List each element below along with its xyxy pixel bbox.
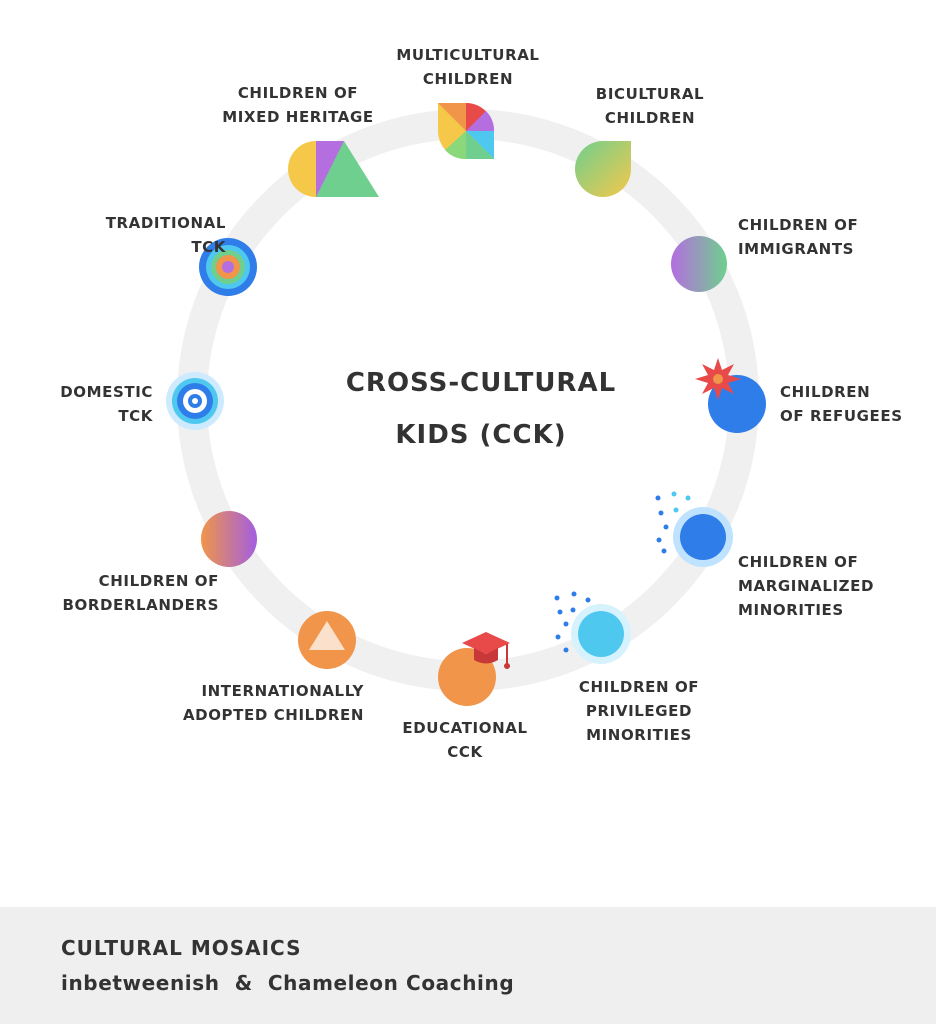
label-line: EDUCATIONAL bbox=[402, 719, 528, 737]
triangle-circle-icon bbox=[298, 611, 356, 669]
label-adopted: INTERNATIONALLY ADOPTED CHILDREN bbox=[183, 679, 364, 727]
footer-credit: inbetweenish & Chameleon Coaching bbox=[61, 971, 515, 995]
label-line: CHILDREN OF bbox=[237, 84, 359, 102]
label-line: CHILDREN bbox=[780, 383, 871, 401]
label-line: BORDERLANDERS bbox=[62, 596, 219, 614]
gradient-leaf-icon bbox=[575, 141, 631, 197]
label-line: MARGINALIZED bbox=[738, 577, 875, 595]
label-line: CHILDREN OF bbox=[98, 572, 219, 590]
label-line: PRIVILEGED bbox=[585, 702, 693, 720]
circle-with-dots-icon bbox=[554, 591, 631, 664]
graduation-cap-circle-icon bbox=[438, 632, 510, 706]
label-immigrants: CHILDREN OF IMMIGRANTS bbox=[738, 213, 858, 261]
label-line: MINORITIES bbox=[586, 726, 692, 744]
label-traditional: TRADITIONAL TCK bbox=[106, 211, 226, 259]
label-educational: EDUCATIONAL CCK bbox=[402, 716, 527, 764]
label-line: MINORITIES bbox=[738, 601, 844, 619]
label-multicultural: MULTICULTURAL CHILDREN bbox=[396, 43, 539, 91]
gradient-circle-icon bbox=[671, 236, 727, 292]
label-line: CHILDREN OF bbox=[738, 553, 859, 571]
target-rings-icon bbox=[199, 238, 257, 296]
label-line: TRADITIONAL bbox=[105, 214, 226, 232]
mixed-shapes-icon bbox=[288, 141, 379, 197]
label-line: ADOPTED CHILDREN bbox=[182, 706, 364, 724]
concentric-rings-icon bbox=[166, 372, 224, 430]
circle-with-burst-icon bbox=[695, 358, 766, 433]
label-marginalized: CHILDREN OF MARGINALIZED MINORITIES bbox=[738, 550, 874, 622]
label-line: MIXED HERITAGE bbox=[222, 108, 374, 126]
label-bicultural: BICULTURAL CHILDREN bbox=[596, 82, 704, 130]
gradient-circle-icon bbox=[201, 511, 257, 567]
label-line: CHILDREN OF bbox=[578, 678, 700, 696]
center-title-line: CROSS-CULTURAL bbox=[345, 368, 617, 398]
label-refugees: CHILDREN OF REFUGEES bbox=[780, 380, 903, 428]
label-line: CHILDREN bbox=[604, 109, 696, 127]
label-line: TCK bbox=[118, 407, 153, 425]
rainbow-leaf-icon bbox=[438, 103, 495, 160]
label-privileged: CHILDREN OF PRIVILEGED MINORITIES bbox=[579, 675, 699, 747]
footer-brand: CULTURAL MOSAICS bbox=[61, 936, 302, 960]
label-line: BICULTURAL bbox=[595, 85, 705, 103]
label-line: IMMIGRANTS bbox=[738, 240, 855, 258]
label-mixed-heritage: CHILDREN OF MIXED HERITAGE bbox=[222, 81, 374, 129]
footer-bar bbox=[0, 907, 936, 1024]
label-line: INTERNATIONALLY bbox=[201, 682, 364, 700]
label-line: CCK bbox=[447, 743, 483, 761]
circle-with-dots-icon bbox=[655, 491, 733, 567]
label-line: TCK bbox=[191, 238, 226, 256]
label-domestic: DOMESTIC TCK bbox=[60, 380, 153, 428]
label-line: OF REFUGEES bbox=[780, 407, 903, 425]
center-title-line: KIDS (CCK) bbox=[395, 420, 567, 450]
label-line: DOMESTIC bbox=[60, 383, 153, 401]
label-borderlanders: CHILDREN OF BORDERLANDERS bbox=[62, 569, 219, 617]
label-line: MULTICULTURAL bbox=[396, 46, 540, 64]
center-title: CROSS-CULTURAL KIDS (CCK) bbox=[346, 357, 616, 461]
label-line: CHILDREN OF bbox=[738, 216, 859, 234]
label-line: CHILDREN bbox=[422, 70, 514, 88]
